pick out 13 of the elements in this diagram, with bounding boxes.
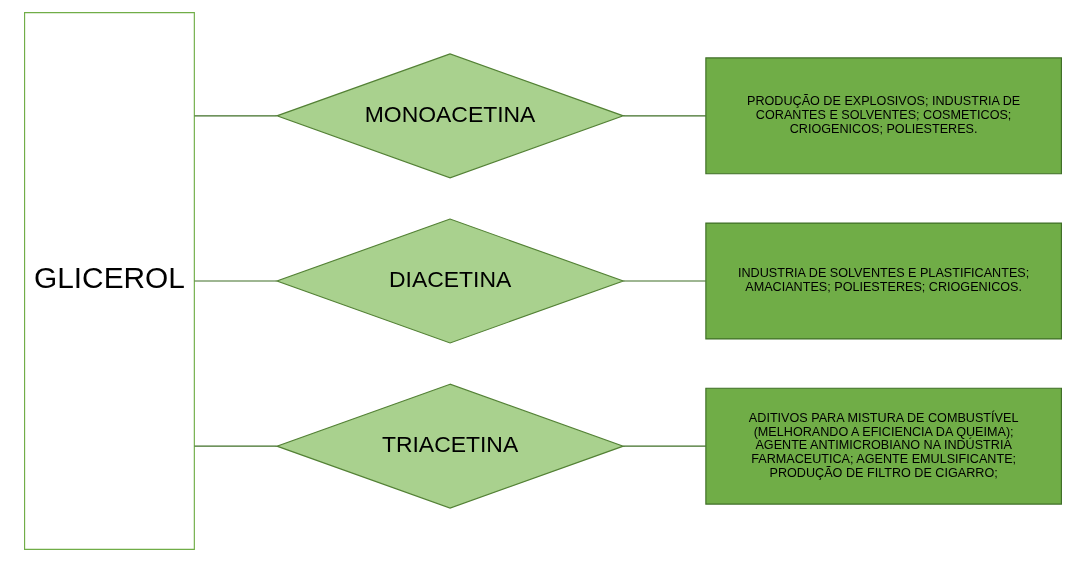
node-box: INDUSTRIA DE SOLVENTES E PLASTIFICANTES; AMACIANTES; POLIESTERES; CRIOGENICOS. [705, 222, 1062, 340]
node-box: PRODUÇÃO DE EXPLOSIVOS; INDUSTRIA DE CORANTES E SOLVENTES; COSMETICOS; CRIOGENICOS; POLIESTERES. [705, 57, 1062, 175]
connector [622, 445, 707, 447]
node-box: GLICEROL [24, 12, 195, 550]
connector [193, 445, 278, 447]
connector [193, 280, 278, 282]
connector [622, 280, 707, 282]
connector [622, 115, 707, 117]
node-diamond: MONOACETINA [275, 53, 625, 179]
node-box: ADITIVOS PARA MISTURA DE COMBUSTÍVEL (MELHORANDO A EFICIENCIA DA QUEIMA); AGENTE ANTIMICROBIANO NA INDÚSTRIA FARMACEUTICA; AGENTE EMULSIFICANTE; PRODUÇÃO DE FILTRO DE CIGARRO; [705, 387, 1062, 505]
node-diamond: DIACETINA [275, 218, 625, 344]
node-diamond: TRIACETINA [275, 383, 625, 509]
connector [193, 115, 278, 117]
